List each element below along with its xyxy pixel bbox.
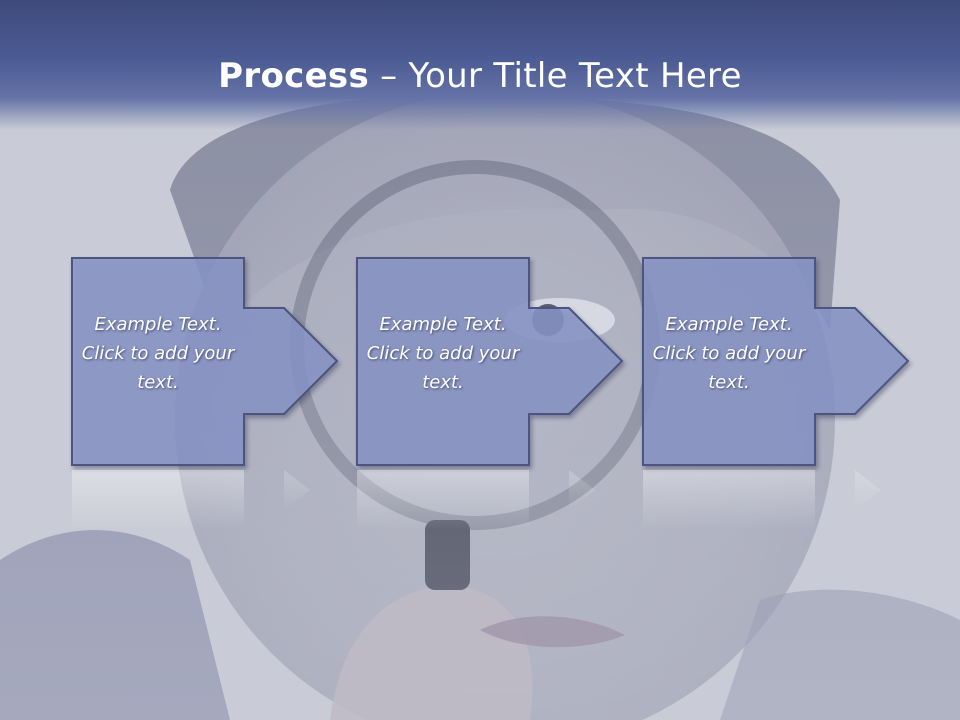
- step-2-reflection-tip: [569, 470, 595, 510]
- step-3-arrow-shape: [642, 257, 910, 466]
- header-band: [0, 0, 960, 130]
- step-3-reflection-tip: [855, 470, 881, 510]
- step-1-arrow-shape: [71, 257, 339, 466]
- step-2-text[interactable]: Example Text. Click to add your text.: [366, 314, 520, 393]
- process-step-3[interactable]: [642, 257, 910, 530]
- step-2-reflection: [357, 470, 529, 530]
- slide-title[interactable]: Process – Your Title Text Here: [0, 50, 960, 102]
- step-1-reflection: [72, 470, 244, 530]
- process-step-1[interactable]: [71, 257, 339, 530]
- title-bold: Process: [218, 56, 370, 96]
- process-step-2[interactable]: [356, 257, 624, 530]
- step-1-text[interactable]: Example Text. Click to add your text.: [81, 314, 235, 393]
- step-3-text[interactable]: Example Text. Click to add your text.: [652, 314, 806, 393]
- title-rest: – Your Title Text Here: [369, 56, 742, 96]
- step-2-arrow-shape: [356, 257, 624, 466]
- step-1-reflection-tip: [284, 470, 310, 510]
- step-3-reflection: [643, 470, 815, 530]
